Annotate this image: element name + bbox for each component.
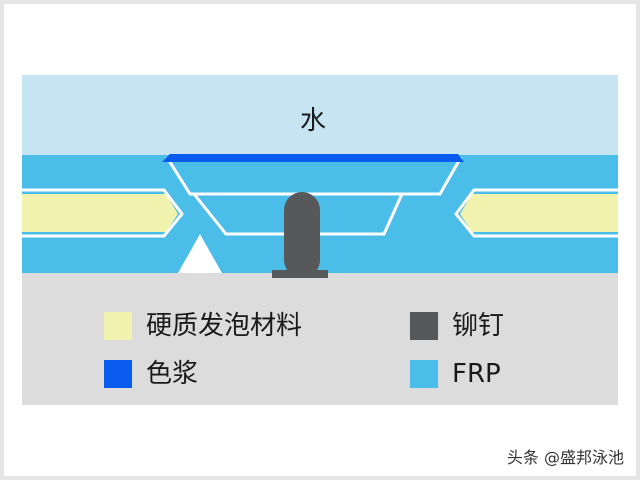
legend-swatch-foam xyxy=(104,312,132,340)
legend-label-rivet: 铆钉 xyxy=(452,311,505,341)
legend-label-frp: FRP xyxy=(452,359,501,389)
foam-layer-left xyxy=(22,194,178,232)
pigment-layer xyxy=(162,154,464,162)
legend-item-frp: FRP xyxy=(410,360,501,388)
legend-swatch-pigment xyxy=(104,360,132,388)
frp-separator-line xyxy=(22,188,184,238)
frp-separator-line-right xyxy=(454,188,618,238)
water-layer xyxy=(22,75,618,155)
legend-swatch-frp xyxy=(410,360,438,388)
foam-layer-right xyxy=(460,194,618,232)
watermark: 头条 @盛邦泳池 xyxy=(506,448,624,467)
legend-item-pigment: 色浆 xyxy=(104,360,198,388)
gap-triangle xyxy=(178,234,222,273)
water-label: 水 xyxy=(300,106,327,136)
rivet-shaft xyxy=(284,192,320,278)
legend-label-pigment: 色浆 xyxy=(146,359,199,389)
legend-item-rivet: 铆钉 xyxy=(410,312,504,340)
legend-item-foam: 硬质发泡材料 xyxy=(104,312,302,340)
legend-label-foam: 硬质发泡材料 xyxy=(146,311,303,341)
legend-swatch-rivet xyxy=(410,312,438,340)
